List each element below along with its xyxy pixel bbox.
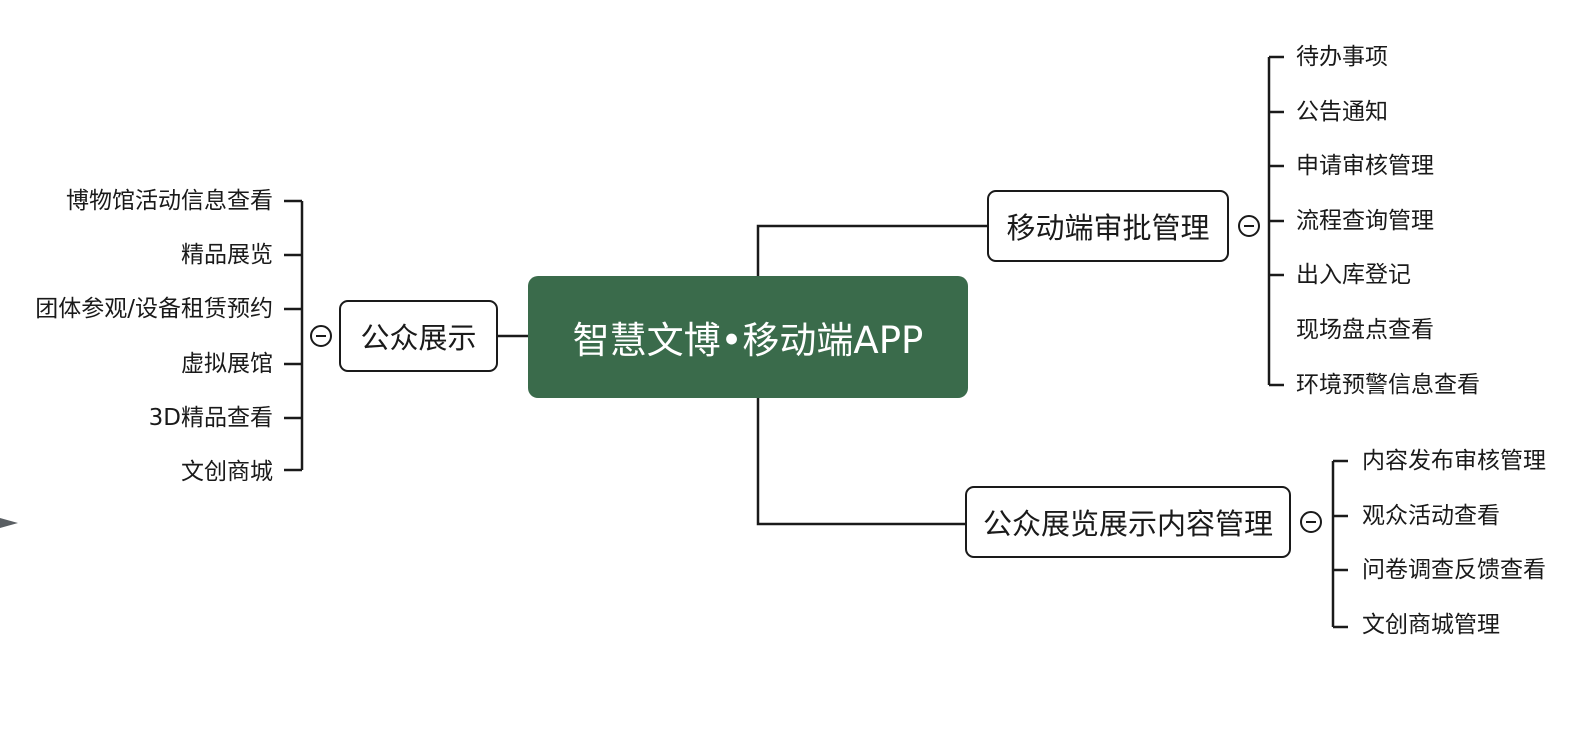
branch-public-display-label: 公众展示 <box>360 321 477 355</box>
leaf-public-display-2[interactable]: 精品展览 <box>181 242 273 268</box>
collapse-mobile-approval-icon[interactable] <box>1238 215 1260 237</box>
branch-mobile-approval[interactable]: 移动端审批管理 <box>987 190 1229 262</box>
leaf-public-display-1[interactable]: 博物馆活动信息查看 <box>66 188 273 214</box>
leaf-content-2[interactable]: 观众活动查看 <box>1362 503 1500 529</box>
leaf-approval-7[interactable]: 环境预警信息查看 <box>1296 372 1480 398</box>
leaf-approval-5[interactable]: 出入库登记 <box>1296 262 1411 288</box>
leaf-public-display-4[interactable]: 虚拟展馆 <box>181 351 273 377</box>
leaf-approval-4[interactable]: 流程查询管理 <box>1296 208 1434 234</box>
leaf-content-3[interactable]: 问卷调查反馈查看 <box>1362 557 1546 583</box>
leaf-content-1[interactable]: 内容发布审核管理 <box>1362 448 1546 474</box>
leaf-approval-6[interactable]: 现场盘点查看 <box>1296 317 1434 343</box>
cursor-arrow-icon <box>0 518 18 528</box>
collapse-exhibition-content-icon[interactable] <box>1300 511 1322 533</box>
leaf-public-display-5[interactable]: 3D精品查看 <box>148 405 273 431</box>
leaf-content-4[interactable]: 文创商城管理 <box>1362 612 1500 638</box>
leaf-approval-3[interactable]: 申请审核管理 <box>1296 153 1434 179</box>
leaf-approval-1[interactable]: 待办事项 <box>1296 44 1388 70</box>
collapse-public-display-icon[interactable] <box>310 325 332 347</box>
branch-exhibition-content-label: 公众展览展示内容管理 <box>982 507 1273 541</box>
connector-root-content <box>756 398 965 526</box>
root-label: 智慧文博•移动端APP <box>572 319 924 362</box>
branch-mobile-approval-label: 移动端审批管理 <box>1006 211 1210 245</box>
branch-exhibition-content[interactable]: 公众展览展示内容管理 <box>965 486 1291 558</box>
connector-root-approval <box>756 224 987 276</box>
leaf-approval-2[interactable]: 公告通知 <box>1296 99 1388 125</box>
leaf-public-display-3[interactable]: 团体参观/设备租赁预约 <box>35 296 273 322</box>
root-node[interactable]: 智慧文博•移动端APP <box>528 276 968 398</box>
leaf-public-display-6[interactable]: 文创商城 <box>181 459 273 485</box>
branch-public-display[interactable]: 公众展示 <box>339 300 498 372</box>
